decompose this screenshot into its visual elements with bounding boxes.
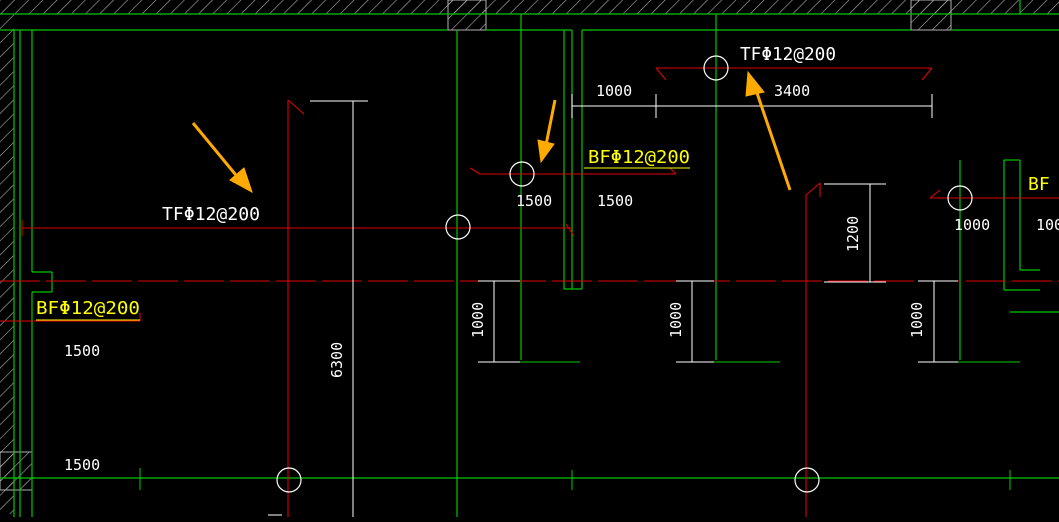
bf-label-left: BFΦ12@200: [36, 298, 140, 319]
dim-1000-top: 1000: [596, 82, 632, 100]
dim-1500-center-b: 1500: [597, 192, 633, 210]
dim-1000-right: 1000: [954, 216, 990, 234]
dim-1500-left-b: 1500: [64, 456, 100, 474]
green-extension-lines: [139, 361, 1020, 490]
column-marker-5: [276, 467, 302, 493]
column-marker-3: [703, 55, 729, 81]
dim-1500-left-a: 1500: [64, 342, 100, 360]
tf-label-top: TFΦ12@200: [740, 44, 836, 65]
bf-label-center: BFΦ12@200: [588, 147, 690, 168]
dim-100-partial: 100: [1036, 216, 1059, 234]
column-marker-1: [445, 214, 471, 240]
arrow-center: [537, 99, 557, 164]
dim-1200-vertical: 1200: [844, 216, 862, 252]
dim-6300-vertical: 6300: [328, 342, 346, 378]
arrow-top-right: [745, 70, 792, 191]
dim-1000-vert-a: 1000: [469, 302, 487, 338]
dim-3400-top: 3400: [774, 82, 810, 100]
dimension-lines: [268, 94, 958, 517]
red-axis-lines: [0, 67, 1059, 517]
bf-label-right-partial: BF: [1028, 174, 1050, 195]
column-markers: [276, 55, 973, 493]
dim-1000-vert-b: 1000: [667, 302, 685, 338]
dim-1000-vert-c: 1000: [908, 302, 926, 338]
column-marker-2: [509, 161, 535, 187]
column-marker-6: [794, 467, 820, 493]
annotation-arrows: [191, 70, 792, 194]
dim-1500-center-a: 1500: [516, 192, 552, 210]
column-marker-4: [947, 185, 973, 211]
tf-label-left: TFΦ12@200: [162, 204, 260, 225]
arrow-left: [191, 122, 253, 194]
label-underlines: [36, 167, 690, 321]
